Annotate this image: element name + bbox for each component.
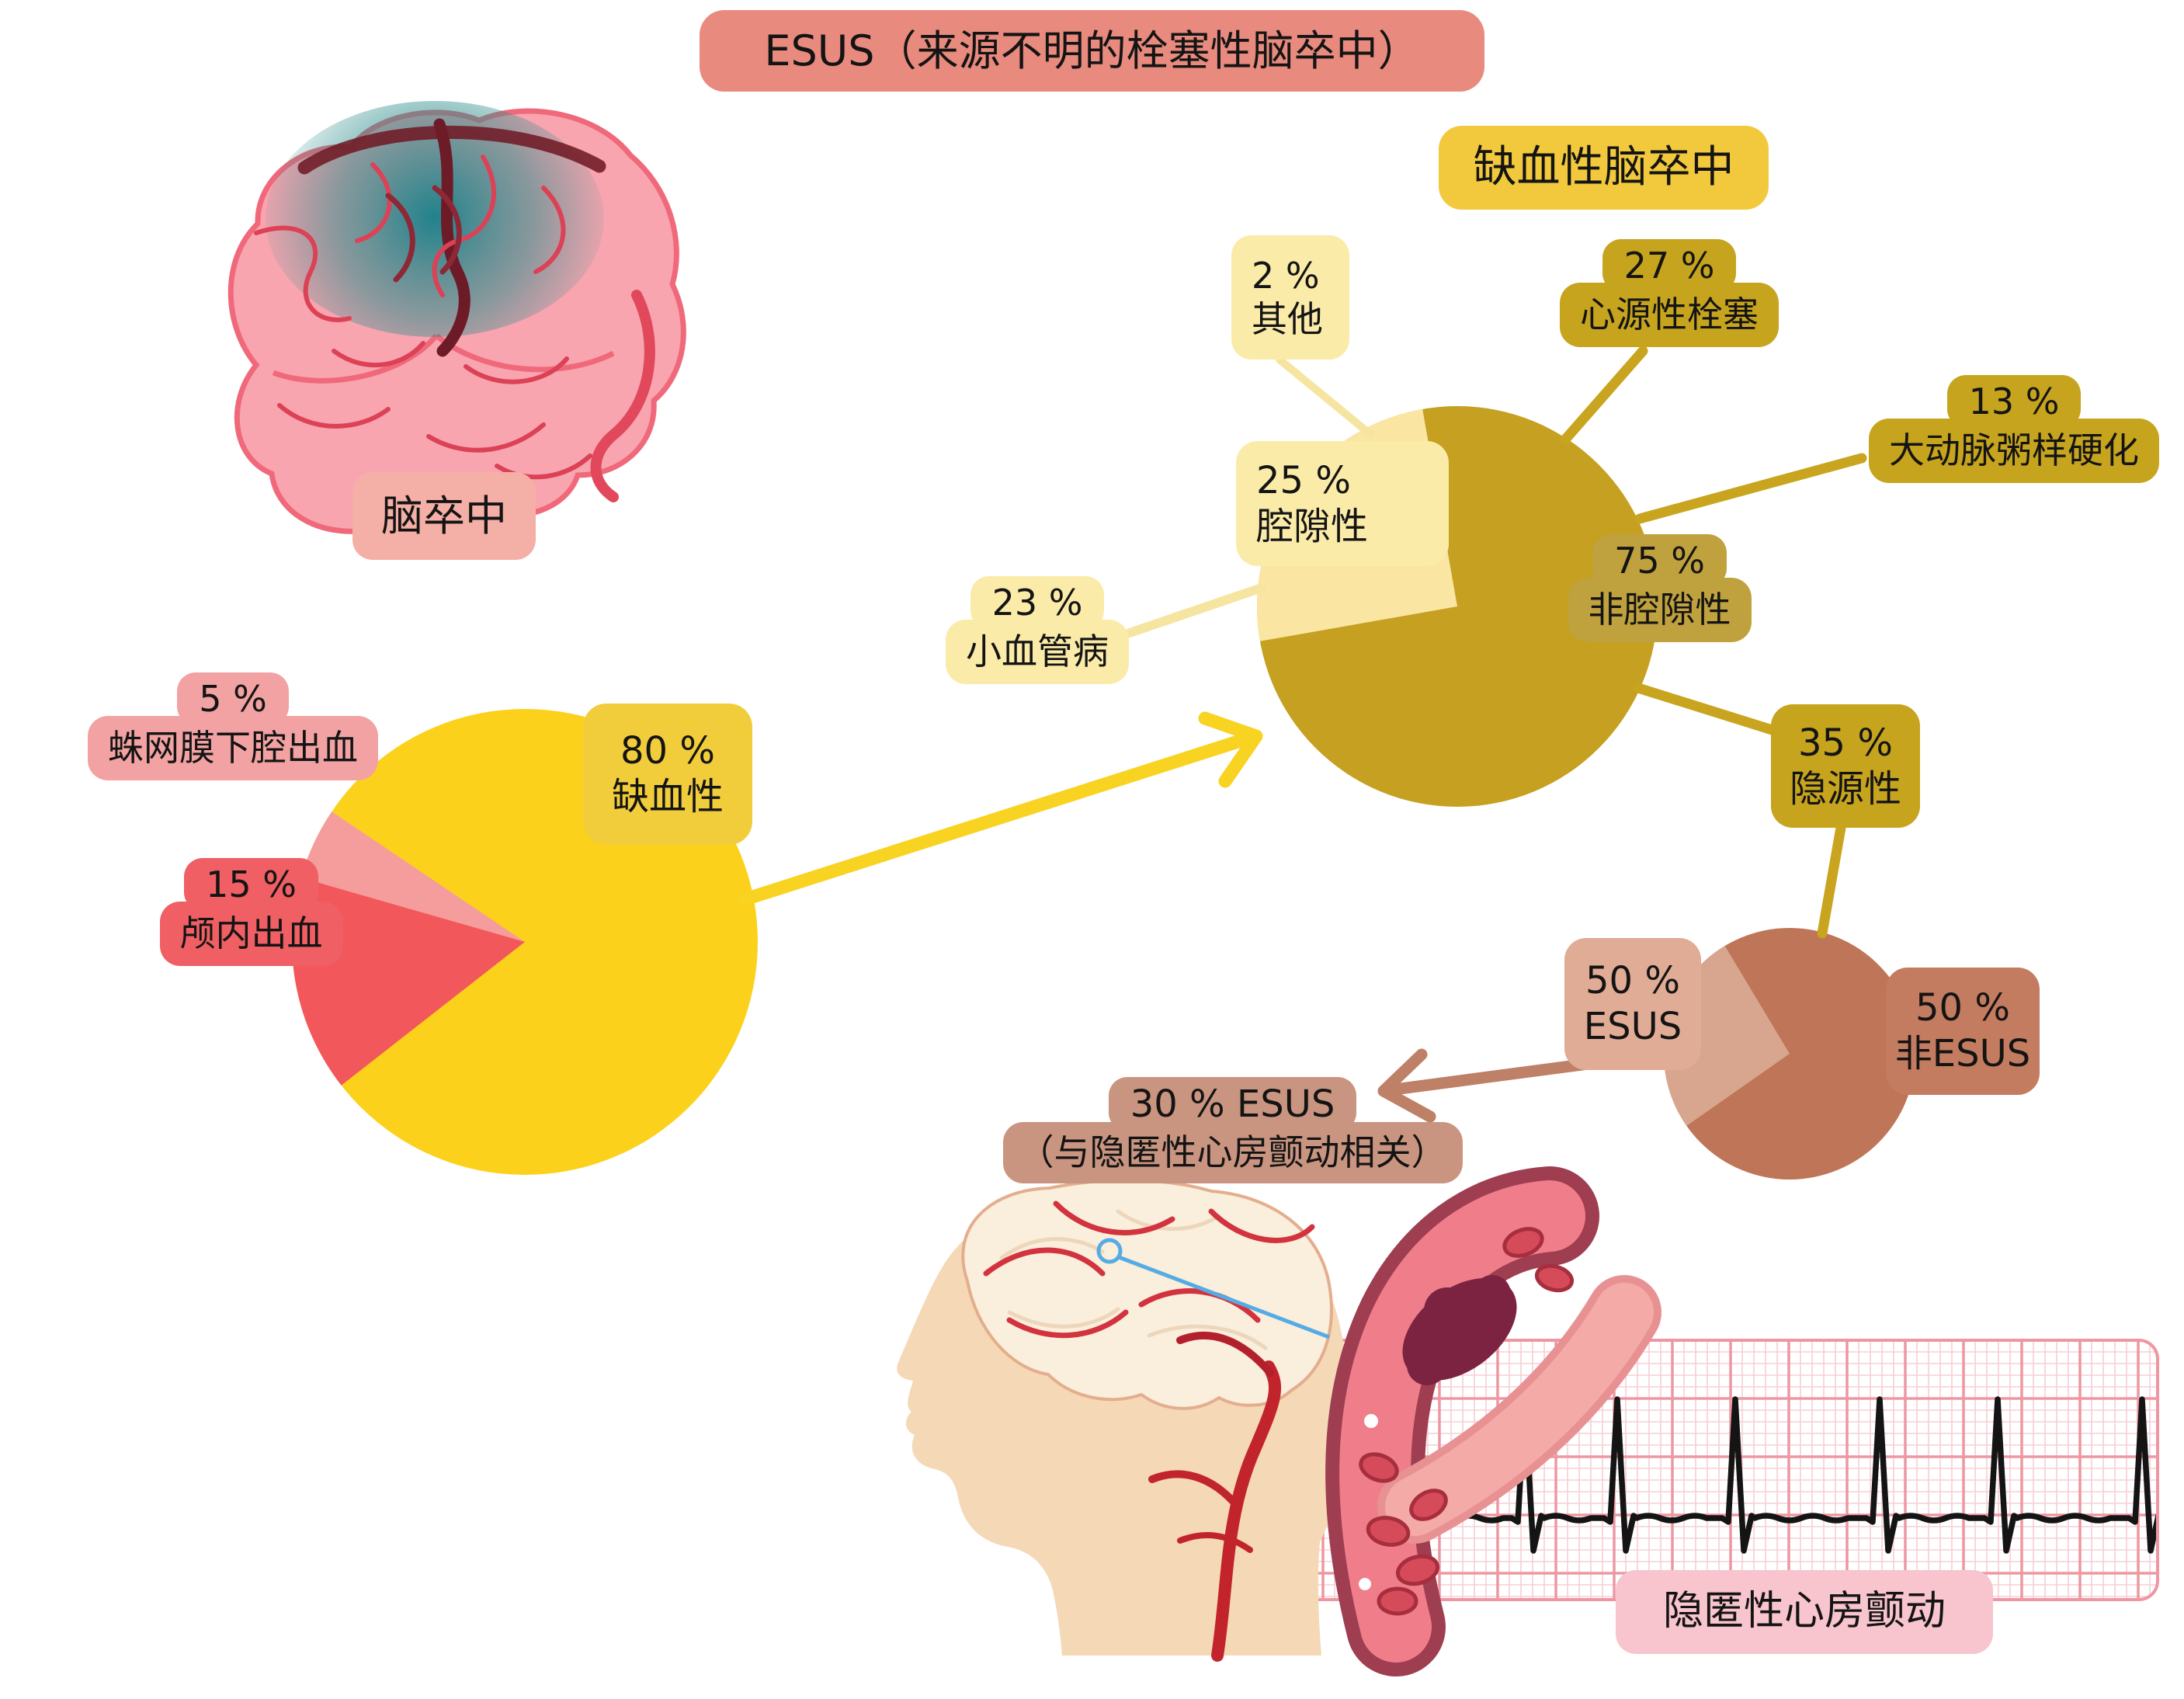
label-name: 隐源性 — [1789, 766, 1901, 811]
callout-pct: 5 % — [177, 672, 289, 726]
brain-main-vessel — [433, 118, 470, 357]
brain-vessels-red — [254, 155, 592, 480]
head-artery-main — [1211, 1360, 1282, 1662]
callout-name: 颅内出血 — [159, 902, 343, 966]
label-esus-50: 50 % ESUS — [1564, 938, 1701, 1070]
brain-lobe-line — [272, 333, 615, 384]
callout-line2: （与隐匿性心房颤动相关） — [1002, 1122, 1463, 1183]
yellow-arrow-line — [738, 732, 1252, 906]
label-name: 缺血性 — [611, 775, 724, 818]
ecg-panel — [1205, 1339, 2159, 1601]
brain-caption-text: 脑卒中 — [381, 491, 507, 540]
connector-svd — [1125, 583, 1266, 638]
brain-vessels-dark — [385, 185, 462, 283]
connector-laa — [1634, 453, 1867, 524]
ecg-paper — [1207, 1340, 2158, 1600]
label-covert-af: 隐匿性心房颤动 — [1616, 1570, 1993, 1654]
callout-pct: 23 % — [970, 576, 1105, 630]
brown-arrow-head — [1377, 1048, 1436, 1123]
label-cryptogenic-35: 35 % 隐源性 — [1771, 704, 1920, 828]
label-name: ESUS — [1583, 1005, 1682, 1048]
pie-slice — [300, 811, 525, 942]
connector-cryptogenic-a — [1633, 683, 1787, 738]
callout-pct: 13 % — [1946, 375, 2082, 429]
label-af-text: 隐匿性心房颤动 — [1662, 1588, 1946, 1635]
label-name: 非ESUS — [1894, 1032, 2031, 1075]
label-pct: 35 % — [1798, 721, 1893, 765]
head-illustration — [897, 1178, 1350, 1662]
connector-other — [1276, 356, 1375, 439]
callout-intracerebral-15: 15 % 颅内出血 — [145, 858, 357, 966]
pie-cryptogenic-split — [1664, 928, 1915, 1180]
title-text: ESUS（来源不明的栓塞性脑卒中） — [764, 26, 1420, 75]
label-lacunar-25: 25 % 腔隙性 — [1236, 441, 1449, 566]
connector-cardioembolism — [1560, 346, 1648, 445]
callout-line1: 30 % ESUS — [1108, 1077, 1357, 1132]
label-pct: 50 % — [1915, 986, 2010, 1030]
callout-pct: 27 % — [1602, 239, 1737, 293]
callout-nonlacunar-75: 75 % 非腔隙性 — [1557, 534, 1762, 642]
label-other-2: 2 % 其他 — [1231, 235, 1349, 360]
callout-name: 心源性栓塞 — [1560, 283, 1779, 347]
brain-caption: 脑卒中 — [352, 472, 536, 560]
connector-cryptogenic-b — [1817, 822, 1846, 939]
head-artery-branch2 — [1177, 1531, 1253, 1553]
callout-esus-30-af: 30 % ESUS （与隐匿性心房颤动相关） — [983, 1077, 1482, 1183]
brain-right-artery — [590, 290, 655, 502]
callout-cardioembolism-27: 27 % 心源性栓塞 — [1553, 239, 1786, 347]
yellow-arrow-head — [1198, 711, 1263, 788]
label-non-esus-50: 50 % 非ESUS — [1886, 968, 2040, 1095]
pie-slice — [291, 877, 525, 1086]
callout-name: 蛛网膜下腔出血 — [88, 716, 378, 780]
head-brain-arteries — [983, 1200, 1315, 1339]
vessel-highlights — [1359, 1310, 1552, 1590]
callout-name: 非腔隙性 — [1568, 578, 1752, 642]
label-ischemic-80: 80 % 缺血性 — [583, 704, 752, 845]
red-blood-cells — [1359, 1227, 1575, 1616]
head-artery-branch1 — [1148, 1470, 1241, 1510]
callout-small-vessel-23: 23 % 小血管病 — [941, 576, 1134, 684]
label-pct: 80 % — [620, 729, 715, 773]
callout-large-artery-13: 13 % 大动脉粥样硬化 — [1858, 375, 2170, 483]
blood-clot — [1402, 1275, 1517, 1385]
header-text: 缺血性脑卒中 — [1473, 141, 1734, 193]
callout-subarachnoid-5: 5 % 蛛网膜下腔出血 — [62, 672, 404, 780]
label-name: 其他 — [1252, 298, 1323, 340]
yellow-arrow — [738, 711, 1263, 906]
brain-illustration — [227, 101, 686, 536]
label-pct: 25 % — [1256, 458, 1351, 502]
blue-pointer — [1096, 1238, 1330, 1339]
head-artery-dark — [1176, 1331, 1274, 1377]
blue-pointer-circle — [1096, 1238, 1123, 1264]
ischemic-stroke-header: 缺血性脑卒中 — [1439, 126, 1769, 210]
label-pct: 50 % — [1585, 959, 1680, 1003]
callout-name: 大动脉粥样硬化 — [1869, 419, 2159, 483]
callout-pct: 15 % — [184, 858, 318, 912]
ischemia-teal-zone — [266, 101, 604, 337]
blue-pointer-line — [1118, 1255, 1330, 1339]
callout-pct: 75 % — [1592, 534, 1727, 588]
callout-name: 小血管病 — [946, 620, 1129, 684]
head-brain-folds — [999, 1209, 1268, 1350]
vessel-illustration — [1325, 1166, 1661, 1676]
label-name: 腔隙性 — [1256, 504, 1369, 548]
vessel-pale-branch — [1385, 1283, 1654, 1536]
connectors — [1125, 346, 1867, 939]
title-banner: ESUS（来源不明的栓塞性脑卒中） — [700, 10, 1484, 92]
label-pct: 2 % — [1252, 254, 1320, 297]
